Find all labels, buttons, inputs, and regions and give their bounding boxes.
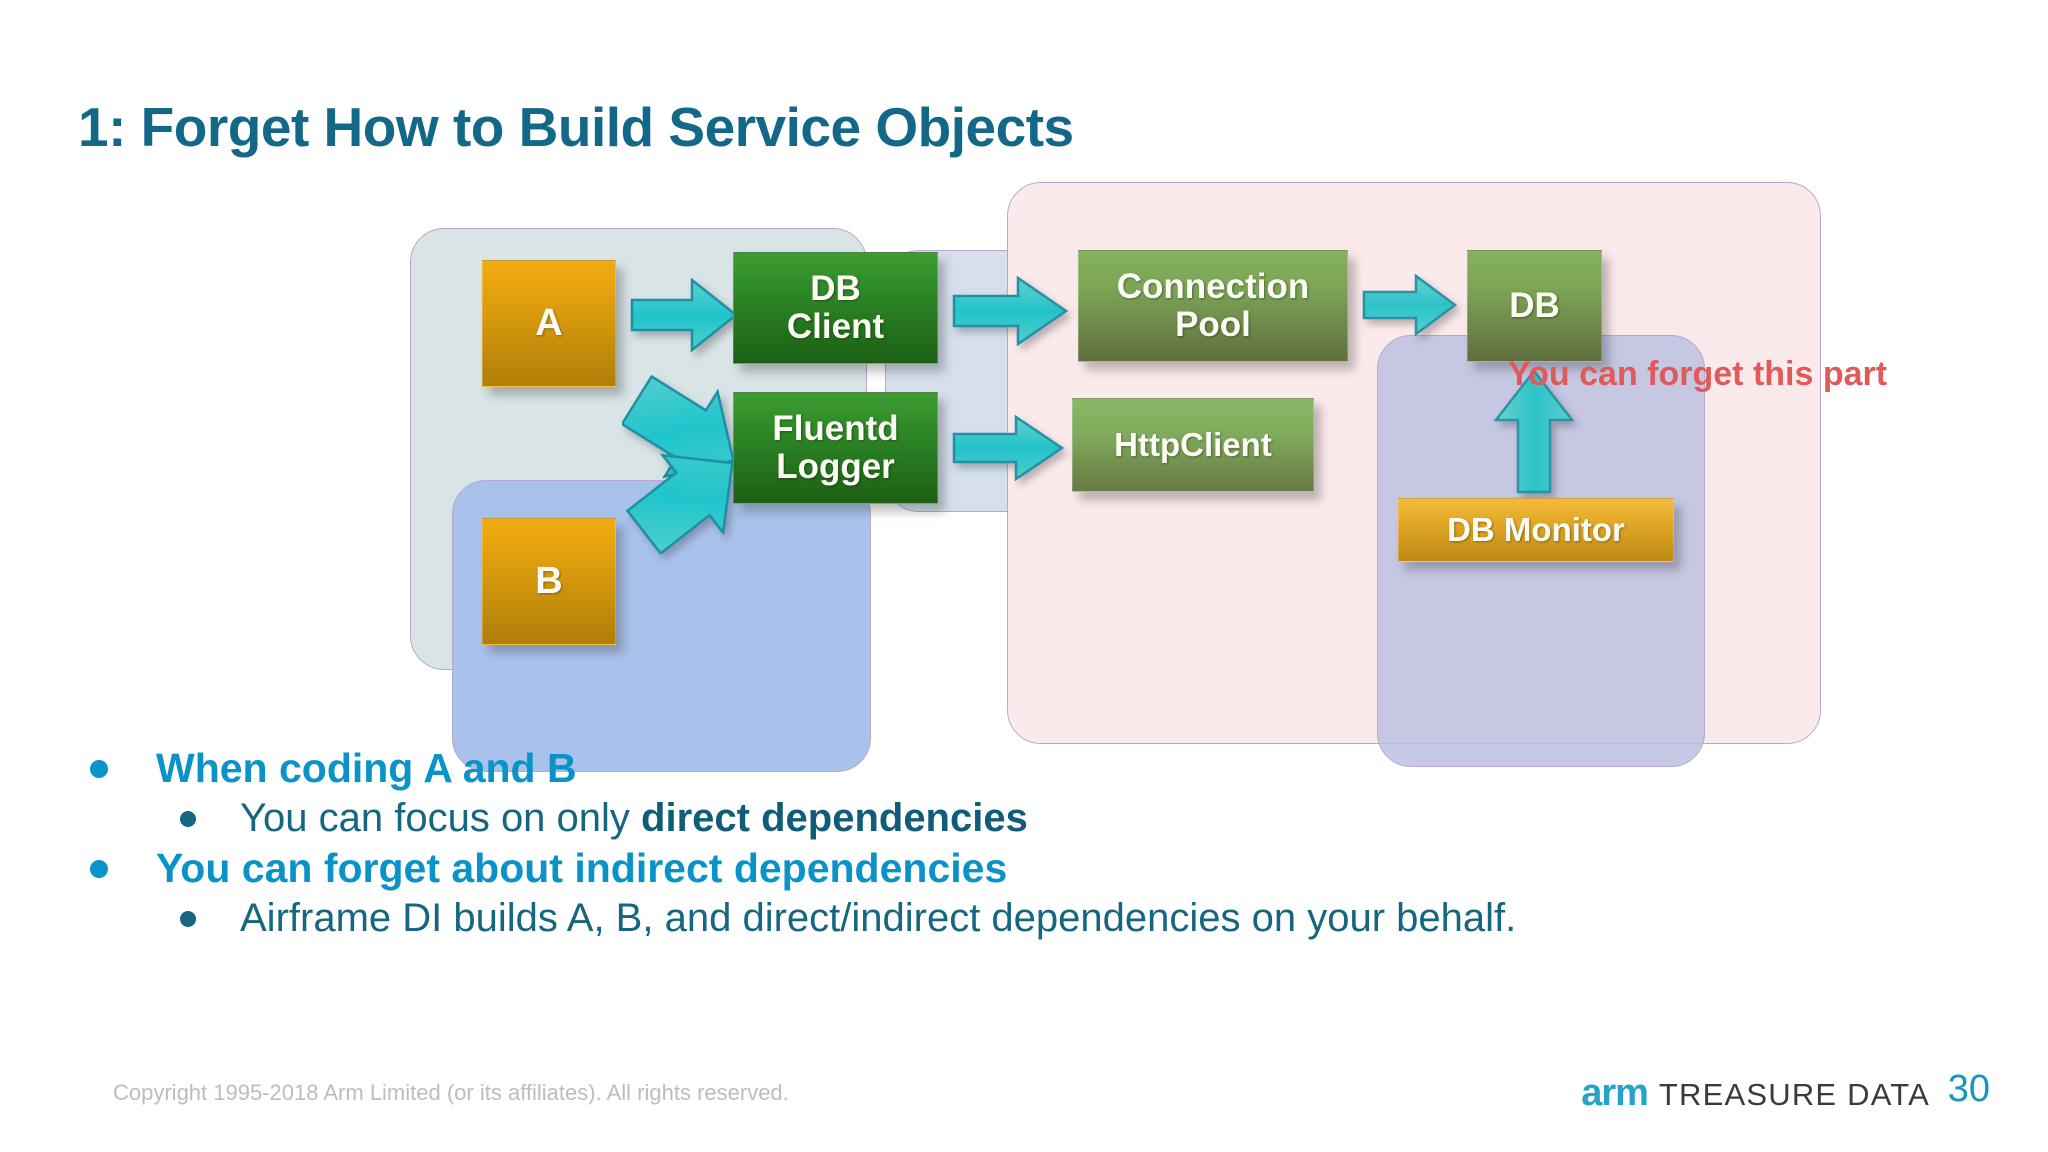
node-b[interactable]: B — [482, 518, 616, 645]
bullet-dot-icon — [90, 860, 108, 878]
list-item: You can focus on only direct dependencie… — [90, 796, 1970, 841]
arrow-db-client-to-connection-pool — [952, 276, 1069, 346]
bullet-text-2-emphasis: direct dependencies — [641, 796, 1028, 840]
bullet-text-4: Airframe DI builds A, B, and direct/indi… — [240, 896, 1517, 940]
node-a-label: A — [535, 301, 563, 344]
node-db-monitor[interactable]: DB Monitor — [1398, 498, 1674, 562]
node-db[interactable]: DB — [1467, 250, 1602, 362]
bullet-dot-icon — [90, 760, 108, 778]
node-a[interactable]: A — [482, 260, 616, 387]
node-db-label: DB — [1509, 286, 1560, 326]
arrow-a-to-db-client — [630, 278, 739, 352]
node-db-monitor-label: DB Monitor — [1447, 511, 1625, 549]
arrow-connection-pool-to-db — [1362, 274, 1458, 336]
page-title: 1: Forget How to Build Service Objects — [78, 96, 1074, 158]
bullet-text-1: When coding A and B — [156, 745, 577, 791]
list-item: Airframe DI builds A, B, and direct/indi… — [90, 896, 1970, 941]
node-db-client-label-line1: DB — [810, 269, 861, 309]
node-fluentd-logger-label-line1: Fluentd — [772, 409, 899, 449]
architecture-diagram: A B DB Client Fluentd Logger Connection … — [0, 170, 2048, 772]
copyright-notice: Copyright 1995-2018 Arm Limited (or its … — [113, 1080, 789, 1105]
arm-wordmark: arm — [1581, 1072, 1649, 1114]
node-connection-pool-label-line2: Pool — [1175, 305, 1251, 344]
bullet-text-2-lead: You can focus on only — [240, 796, 642, 840]
arrow-b-to-fluentd — [626, 453, 734, 554]
bullet-dot-icon — [180, 811, 196, 827]
node-db-client-label-line2: Client — [786, 307, 885, 346]
callout-forget-this-part: You can forget this part — [1508, 355, 1888, 393]
page-number: 30 — [1947, 1068, 1990, 1110]
list-item: When coding A and B — [90, 745, 1970, 792]
list-item: You can forget about indirect dependenci… — [90, 845, 1970, 892]
arrow-db-monitor-to-db — [1493, 368, 1575, 494]
node-b-label: B — [535, 559, 563, 602]
arrow-fluentd-to-http-client — [952, 415, 1065, 481]
bullet-dot-icon — [180, 911, 196, 927]
node-http-client[interactable]: HttpClient — [1072, 398, 1314, 492]
node-db-client[interactable]: DB Client — [733, 252, 938, 364]
node-connection-pool-label-line1: Connection — [1116, 267, 1310, 307]
bullet-text-3: You can forget about indirect dependenci… — [156, 845, 1008, 891]
node-fluentd-logger[interactable]: Fluentd Logger — [733, 392, 938, 504]
bullet-list: When coding A and B You can focus on onl… — [90, 745, 1970, 945]
node-http-client-label: HttpClient — [1114, 426, 1272, 464]
node-fluentd-logger-label-line2: Logger — [776, 447, 895, 486]
bullet-text-2: You can focus on only direct dependencie… — [240, 796, 1970, 841]
arm-treasure-data-logo: arm TREASURE DATA — [1581, 1072, 1930, 1115]
node-connection-pool[interactable]: Connection Pool — [1078, 250, 1348, 362]
treasure-data-wordmark: TREASURE DATA — [1658, 1077, 1930, 1112]
